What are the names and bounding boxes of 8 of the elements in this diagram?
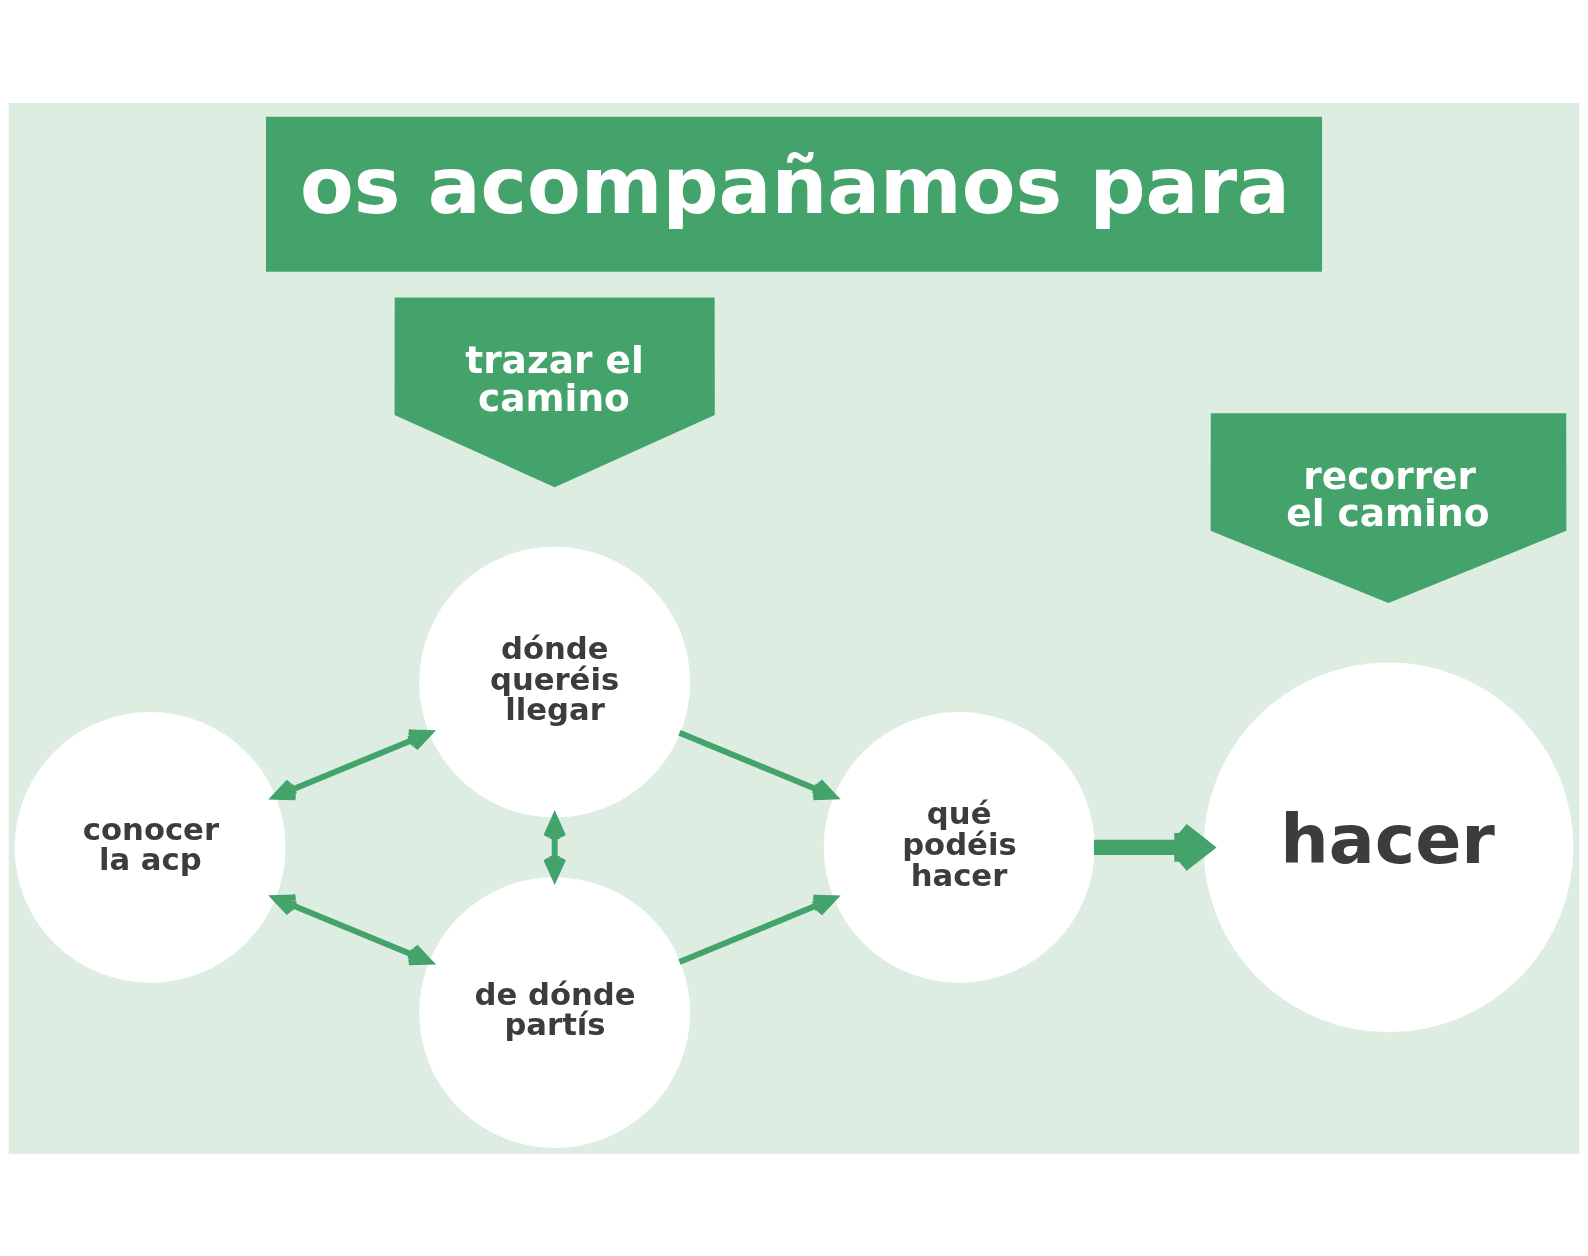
node-circle: qué podéis hacer <box>823 711 1095 983</box>
node-circle: de dónde partís <box>419 876 691 1148</box>
arrow <box>271 893 433 965</box>
diagram-title: os acompañamos para <box>300 139 1290 231</box>
arrow <box>271 728 433 800</box>
node-circle: conocer la acp <box>14 711 286 983</box>
node-circle: dónde queréis llegar <box>419 546 691 818</box>
node-circle: hacer <box>1203 662 1574 1032</box>
